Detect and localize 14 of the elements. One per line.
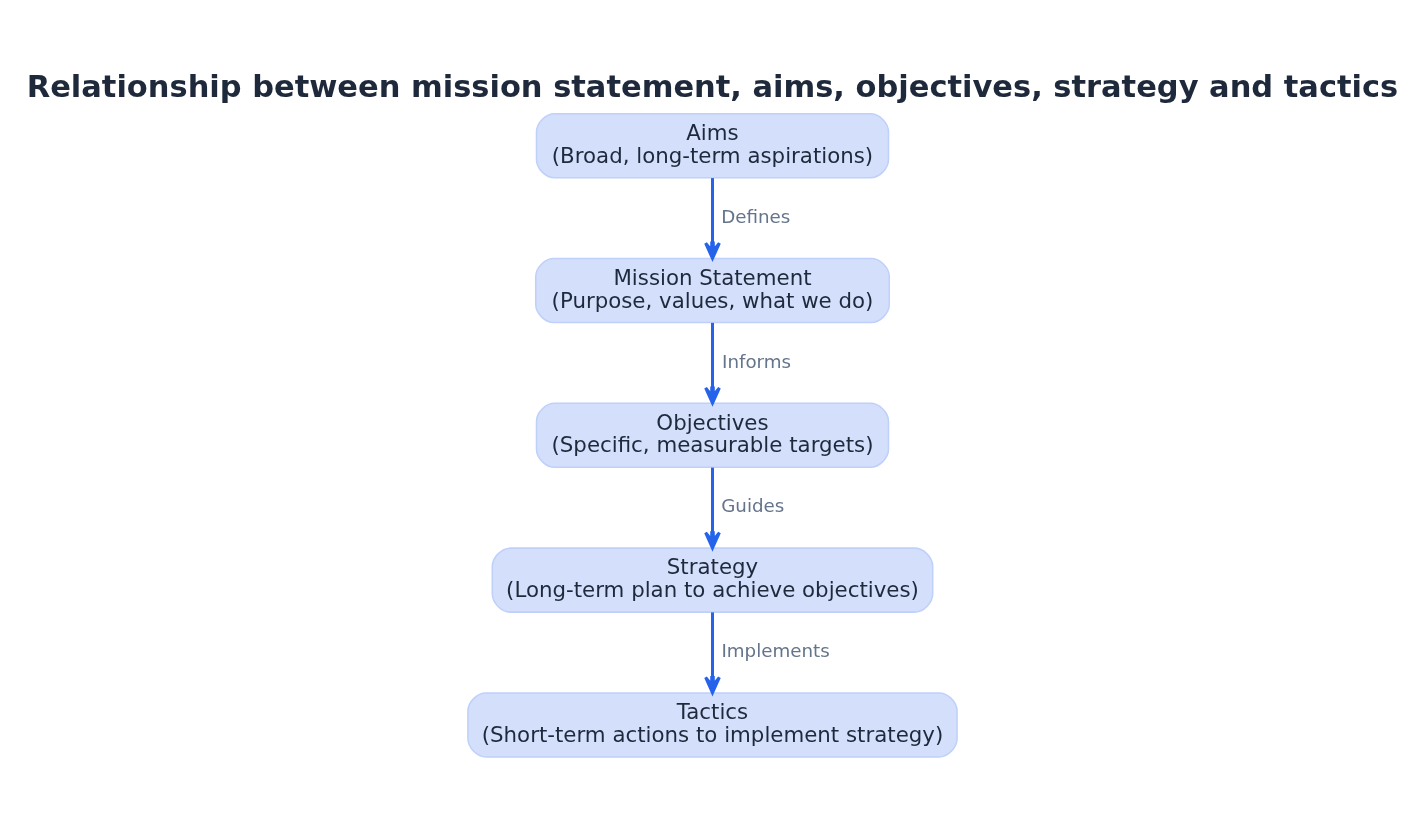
edge-label: Informs	[722, 350, 792, 372]
edge-label: Guides	[721, 495, 785, 517]
arrow	[704, 467, 721, 550]
edge-label: Implements	[721, 640, 830, 662]
diagram-title: Relationship between mission statement, aims, objectives, strategy and tactics	[26, 69, 1399, 105]
node-box: Strategy (Long-term plan to achieve objectives)	[491, 547, 934, 613]
node-box: Aims (Broad, long-term aspirations)	[535, 113, 890, 179]
node-box: Mission Statement (Purpose, values, what we do)	[534, 257, 891, 324]
arrow	[704, 322, 721, 405]
node-box: Tactics (Short-term actions to implement strategy)	[467, 692, 958, 758]
arrow	[704, 178, 721, 260]
edge-label: Defines	[721, 205, 791, 227]
node-box: Objectives (Specific, measurable targets)	[535, 402, 890, 469]
arrow	[704, 612, 721, 695]
